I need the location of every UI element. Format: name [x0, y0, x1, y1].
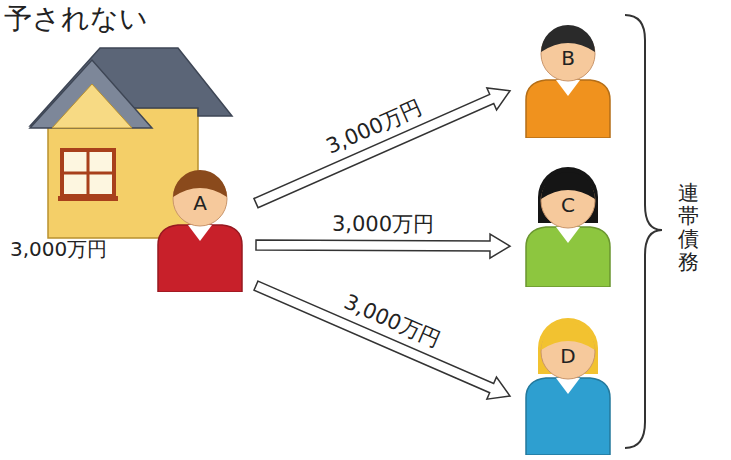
person-node: B: [518, 20, 618, 138]
person-letter: A: [150, 193, 250, 213]
person-letter: C: [518, 195, 618, 215]
person-letter: B: [518, 48, 618, 68]
person-node: D: [518, 318, 618, 455]
person-figure: [518, 20, 618, 138]
person-node: C: [518, 167, 618, 287]
person-figure: [150, 165, 250, 292]
heading-fragment: 予されない: [4, 0, 148, 38]
bracket-label: 連帯債務: [678, 182, 699, 274]
price-label: 3,000万円: [10, 236, 107, 263]
person-figure: [518, 167, 618, 287]
amount-label: 3,000万円: [332, 209, 434, 237]
hollow-arrow: [254, 281, 510, 399]
hollow-arrow: [256, 234, 510, 258]
person-node: A: [150, 165, 250, 292]
person-figure: [518, 318, 618, 455]
person-letter: D: [518, 346, 618, 366]
hollow-arrow: [254, 88, 510, 208]
